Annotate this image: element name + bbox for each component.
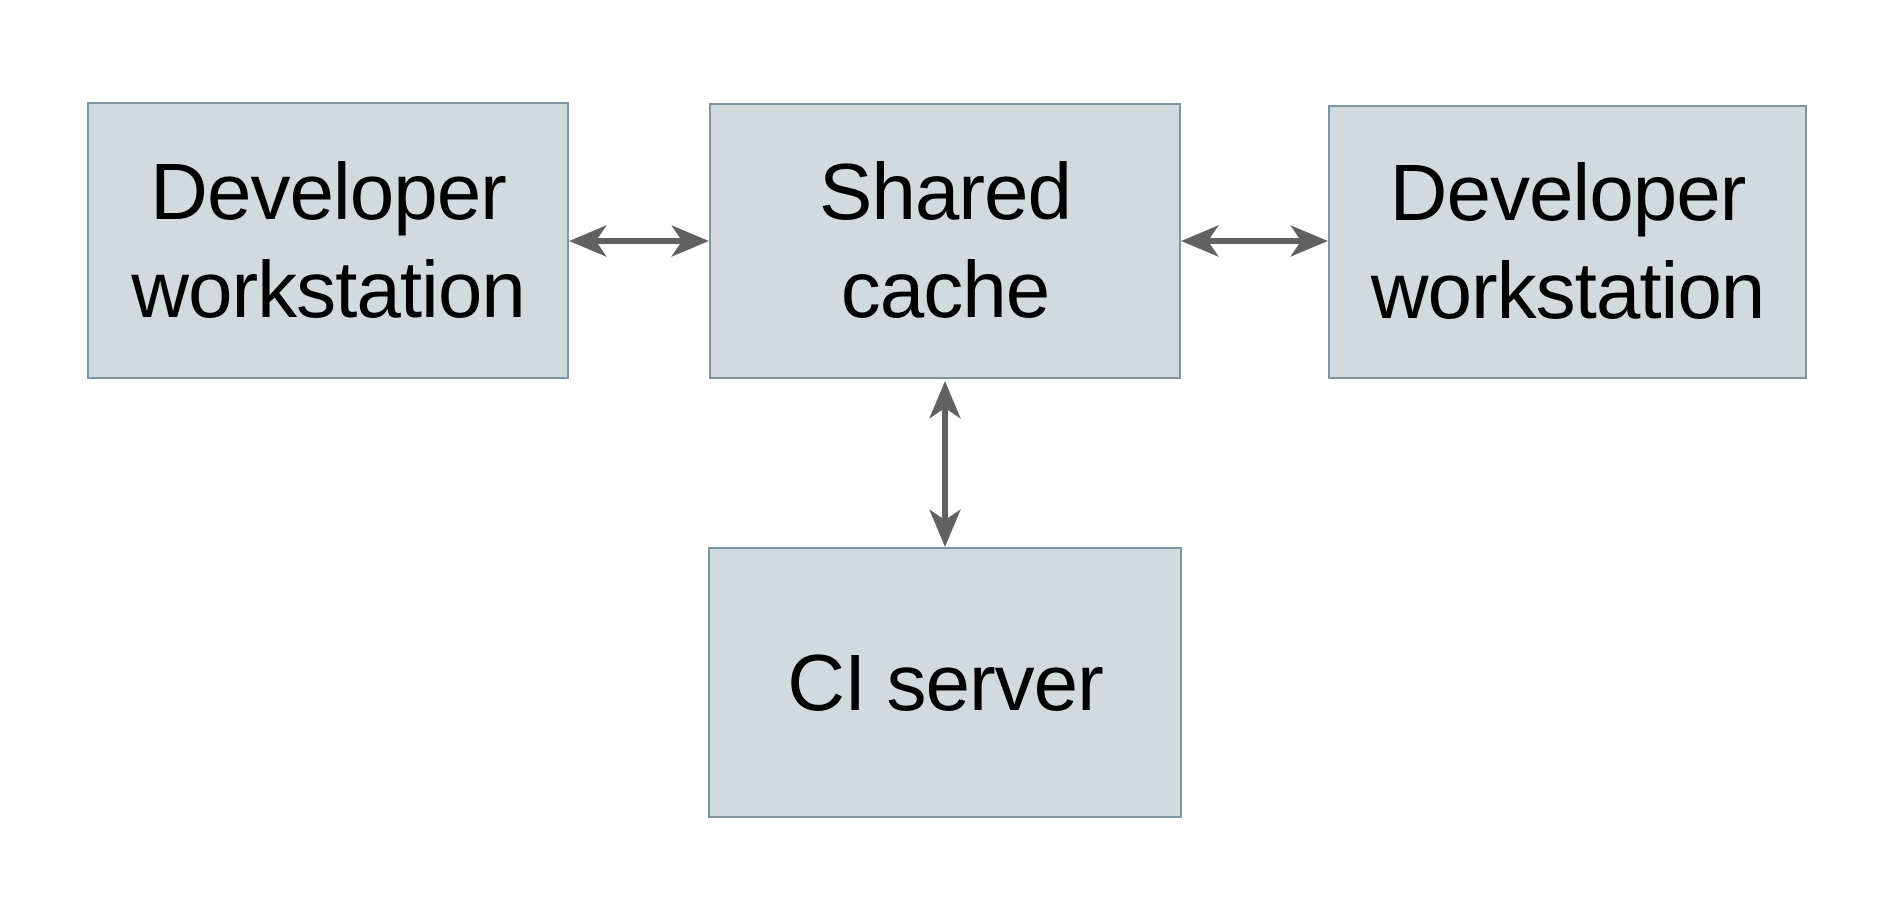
node-shared-cache: Shared cache [709, 103, 1181, 379]
node-ci-server: CI server [708, 547, 1182, 818]
node-label-line: cache [840, 245, 1050, 334]
node-label-line: workstation [1370, 246, 1766, 335]
node-label-line: Developer [1389, 148, 1747, 237]
node-developer-workstation-left: Developer workstation [87, 102, 569, 379]
arrow-cache-right-workstation-bidirectional [1181, 225, 1328, 257]
node-label-line: Shared [819, 147, 1072, 236]
node-developer-workstation-right: Developer workstation [1328, 105, 1807, 379]
node-label-line: Developer [150, 146, 507, 236]
arrow-left-workstation-cache-bidirectional [569, 225, 709, 257]
arrow-cache-ci-server-bidirectional [929, 381, 961, 547]
node-label-line: workstation [131, 244, 526, 334]
node-label-line: CI server [787, 637, 1103, 727]
